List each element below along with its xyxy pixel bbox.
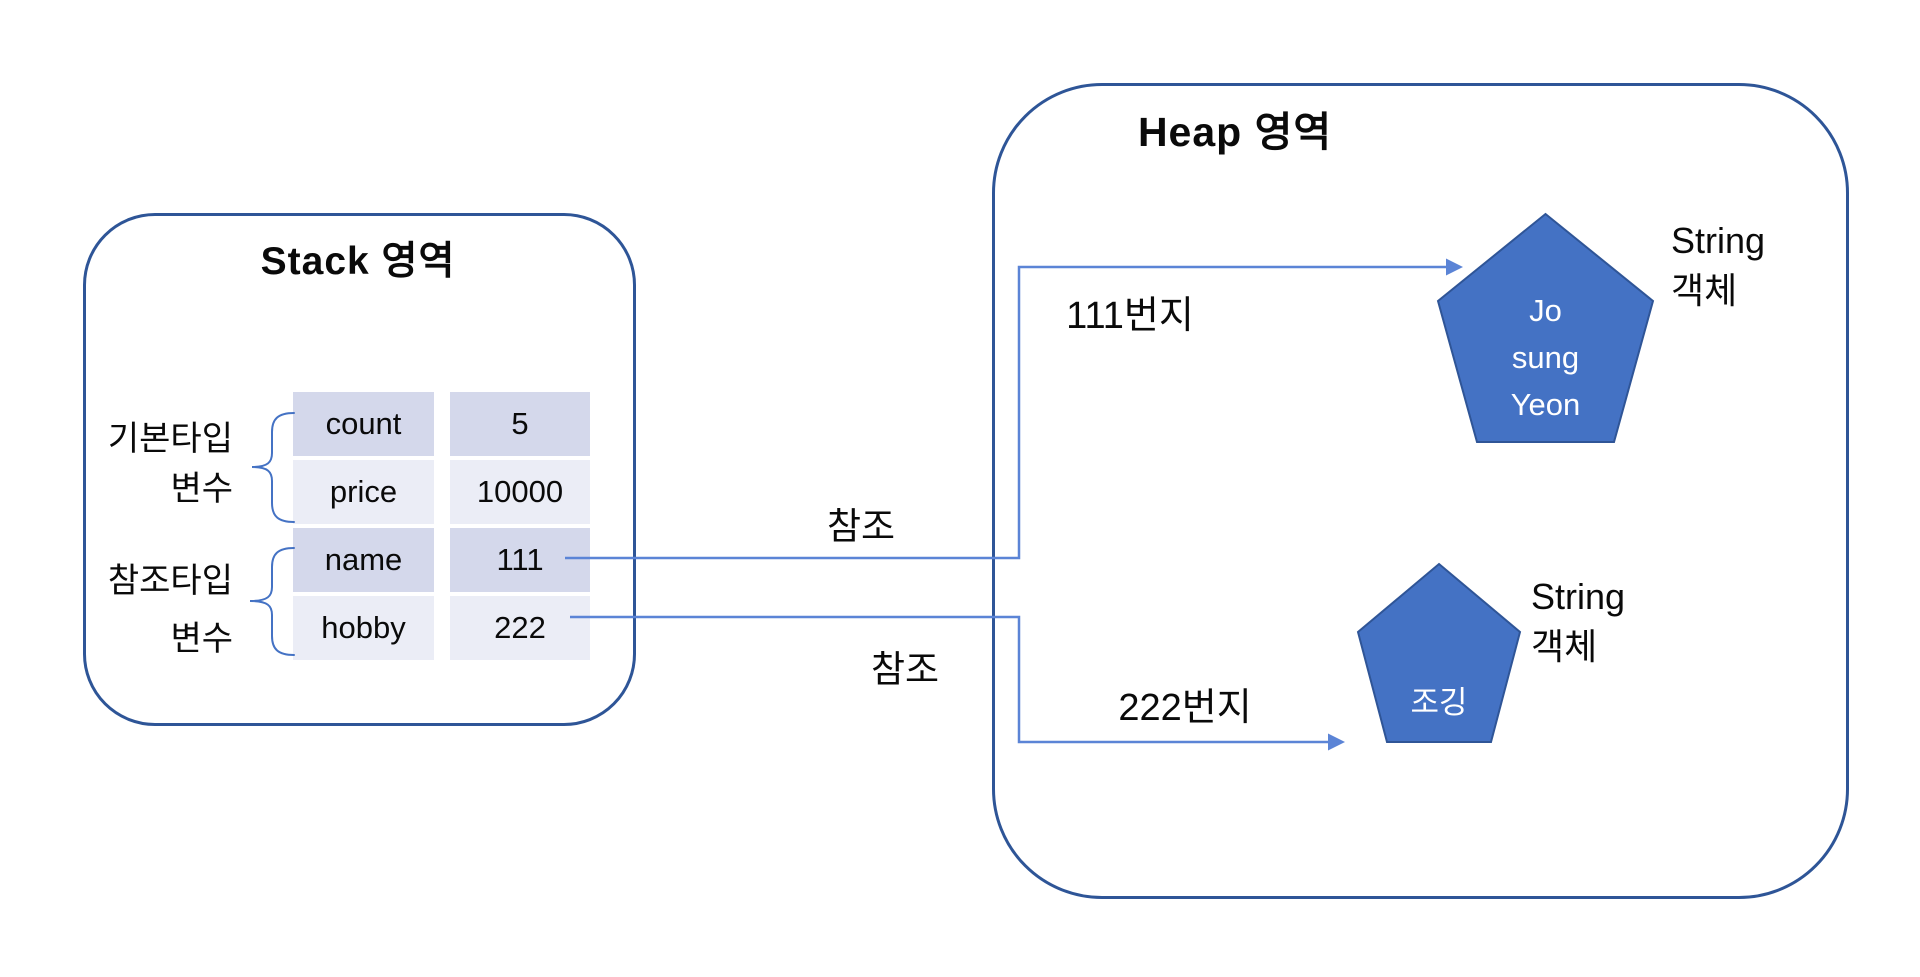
address-label-111: 111번지 — [1066, 295, 1194, 337]
stack-variable-table: count 5 price 10000 name 111 hobby 222 — [293, 392, 590, 660]
group-label-line: 변수 — [170, 470, 233, 508]
type-label-line: String — [1531, 576, 1626, 617]
type-label-line: 객체 — [1531, 626, 1598, 667]
group-label-line: 참조타입 — [107, 562, 233, 600]
string-object-content-1: Jo sung Yeon — [1438, 287, 1653, 428]
content-line: Jo — [1529, 293, 1562, 328]
table-row-count: count 5 — [293, 392, 590, 456]
content-line: 조깅 — [1410, 685, 1468, 720]
heap-region-title: Heap 영역 — [1137, 109, 1333, 155]
table-row-hobby: hobby 222 — [293, 596, 590, 660]
reference-type-group-label: 참조타입 변수 — [48, 552, 233, 668]
variable-name-cell: hobby — [293, 596, 434, 660]
string-object-type-label-1: String 객체 — [1671, 216, 1851, 316]
table-row-name: name 111 — [293, 528, 590, 592]
reference-label-hobby: 참조 — [870, 649, 940, 690]
address-label-222: 222번지 — [1118, 687, 1252, 729]
stack-region-title: Stack 영역 — [260, 240, 456, 283]
type-label-line: 객체 — [1671, 270, 1738, 311]
variable-name-cell: price — [293, 460, 434, 524]
string-object-content-2: 조깅 — [1358, 684, 1520, 722]
primitive-type-group-label: 기본타입 변수 — [48, 414, 233, 514]
reference-label-name: 참조 — [826, 506, 896, 547]
table-row-price: price 10000 — [293, 460, 590, 524]
variable-value-cell: 111 — [450, 528, 590, 592]
string-object-type-label-2: String 객체 — [1531, 572, 1711, 672]
variable-value-cell: 10000 — [450, 460, 590, 524]
variable-name-cell: name — [293, 528, 434, 592]
heap-region-box — [992, 83, 1849, 899]
group-label-line: 기본타입 — [107, 420, 233, 458]
variable-value-cell: 222 — [450, 596, 590, 660]
group-label-line: 변수 — [170, 620, 233, 658]
variable-name-cell: count — [293, 392, 434, 456]
variable-value-cell: 5 — [450, 392, 590, 456]
type-label-line: String — [1671, 220, 1766, 261]
content-line: Yeon — [1510, 387, 1581, 422]
content-line: sung — [1511, 340, 1580, 375]
